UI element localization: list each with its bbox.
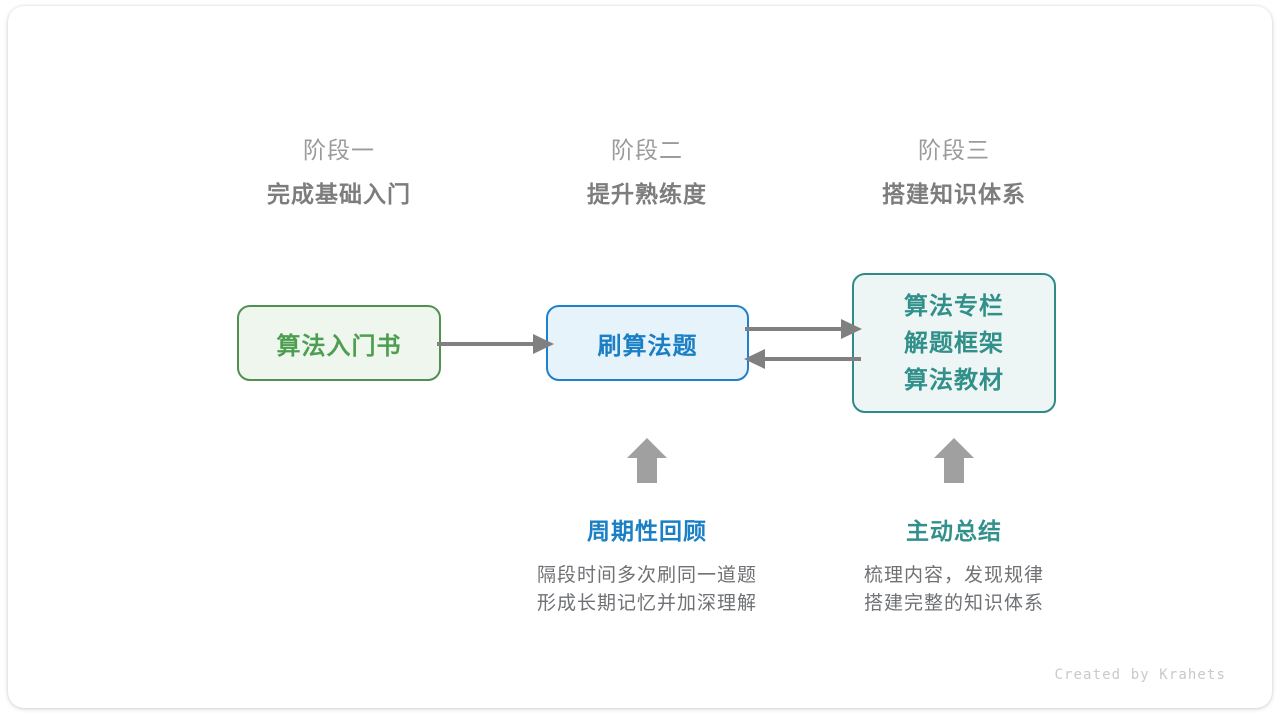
note-periodic-review: 周期性回顾 隔段时间多次刷同一道题 形成长期记忆并加深理解 (497, 516, 797, 618)
stage-header-2: 阶段二 提升熟练度 (517, 135, 777, 210)
stage-title-3: 搭建知识体系 (882, 181, 1026, 207)
node-resources-line-1: 算法专栏 (904, 292, 1004, 320)
stage-header-1: 阶段一 完成基础入门 (209, 135, 469, 210)
stage-title-2: 提升熟练度 (587, 181, 707, 207)
node-algorithm-primer-book[interactable]: 算法入门书 (237, 305, 441, 381)
diagram-card: 阶段一 完成基础入门 阶段二 提升熟练度 阶段三 搭建知识体系 算法入门书 刷算… (8, 6, 1272, 708)
note-summary-title: 主动总结 (906, 518, 1002, 544)
connector-practice-to-resources (745, 319, 862, 339)
node-resources-line-2: 解题框架 (904, 329, 1004, 357)
note-review-title: 周期性回顾 (587, 518, 707, 544)
node-learning-resources[interactable]: 算法专栏 解题框架 算法教材 (852, 273, 1056, 413)
connector-book-to-practice (437, 334, 554, 354)
note-review-body-line-2: 形成长期记忆并加深理解 (536, 593, 757, 614)
note-review-body-line-1: 隔段时间多次刷同一道题 (536, 565, 757, 586)
node-practice-label: 刷算法题 (597, 332, 698, 360)
connector-resources-to-practice (744, 349, 861, 369)
arrow-up-icon-summary (934, 438, 974, 483)
stage-index-3: 阶段三 (918, 137, 990, 163)
node-book-label: 算法入门书 (276, 332, 402, 360)
note-active-summary: 主动总结 梳理内容，发现规律 搭建完整的知识体系 (804, 516, 1104, 618)
node-practice-problems[interactable]: 刷算法题 (546, 305, 749, 381)
stage-title-1: 完成基础入门 (267, 181, 411, 207)
note-summary-body-line-1: 梳理内容，发现规律 (863, 565, 1044, 586)
footer-credit: Created by Krahets (1054, 667, 1226, 683)
note-review-body: 隔段时间多次刷同一道题 形成长期记忆并加深理解 (497, 562, 797, 618)
stage-index-2: 阶段二 (611, 137, 683, 163)
note-summary-body-line-2: 搭建完整的知识体系 (863, 593, 1044, 614)
node-resources-line-3: 算法教材 (904, 366, 1004, 394)
note-summary-body: 梳理内容，发现规律 搭建完整的知识体系 (804, 562, 1104, 618)
stage-header-3: 阶段三 搭建知识体系 (824, 135, 1084, 210)
stage-index-1: 阶段一 (303, 137, 375, 163)
arrow-up-icon-review (627, 438, 667, 483)
